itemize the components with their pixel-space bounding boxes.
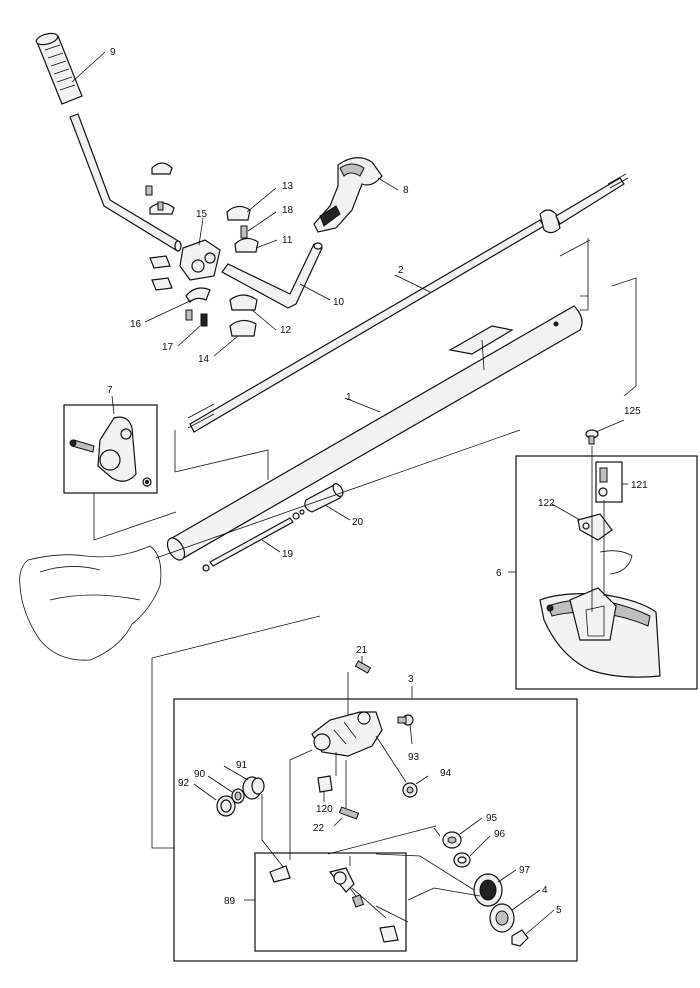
engine-outline: [19, 545, 162, 661]
part-125-screw: [585, 429, 599, 445]
part-121-inset-box: [595, 461, 623, 503]
part-10-bent-rod: [221, 242, 323, 309]
part-121-bolt-washer: [598, 467, 608, 497]
part-17-screws: [185, 309, 208, 327]
parts-92-90-91-seals: [216, 776, 265, 817]
part-2-drive-shaft: [187, 173, 629, 433]
part-9-grip: [35, 32, 83, 105]
part-16-clamp-half: [185, 287, 211, 303]
part-7-clamp-assembly: [69, 416, 152, 487]
part-19-flex-shaft: [202, 509, 305, 572]
clamp-parts-left: [145, 162, 175, 291]
part-120-nut: [317, 775, 333, 793]
part-13-clamp-top: [226, 205, 251, 221]
part-3-inset-box: [173, 698, 578, 962]
part-15-clamp-body: [179, 239, 221, 281]
part-6-guard: [539, 550, 661, 678]
part-122-bracket: [577, 513, 613, 541]
handle-bar: [69, 113, 182, 252]
parts-95-96: [442, 831, 471, 868]
part-6-inset-box: [515, 455, 698, 690]
part-12-clamp: [229, 294, 258, 311]
part-14-clamp: [229, 319, 257, 337]
part-1-main-tube: [166, 305, 583, 561]
alignment-line-mid: [151, 429, 521, 849]
part-7-inset-box: [63, 404, 158, 494]
part-93-bolt: [397, 714, 414, 726]
alignment-lines-top: [174, 238, 637, 480]
part-21-bolt: [354, 660, 372, 674]
part-11-clamp: [234, 237, 259, 253]
gear-head-housing: [311, 711, 383, 757]
part-89-inset-box: [254, 852, 407, 952]
part-8-rear-handle: [313, 157, 383, 233]
part-22-bolt: [338, 806, 360, 820]
part-18-bolt: [240, 225, 248, 239]
part-94-bearing: [402, 782, 418, 798]
part-89-drive-shaft-assembly: [269, 865, 399, 943]
part-20-sleeve: [304, 483, 344, 513]
parts-97-4-5: [473, 873, 529, 947]
